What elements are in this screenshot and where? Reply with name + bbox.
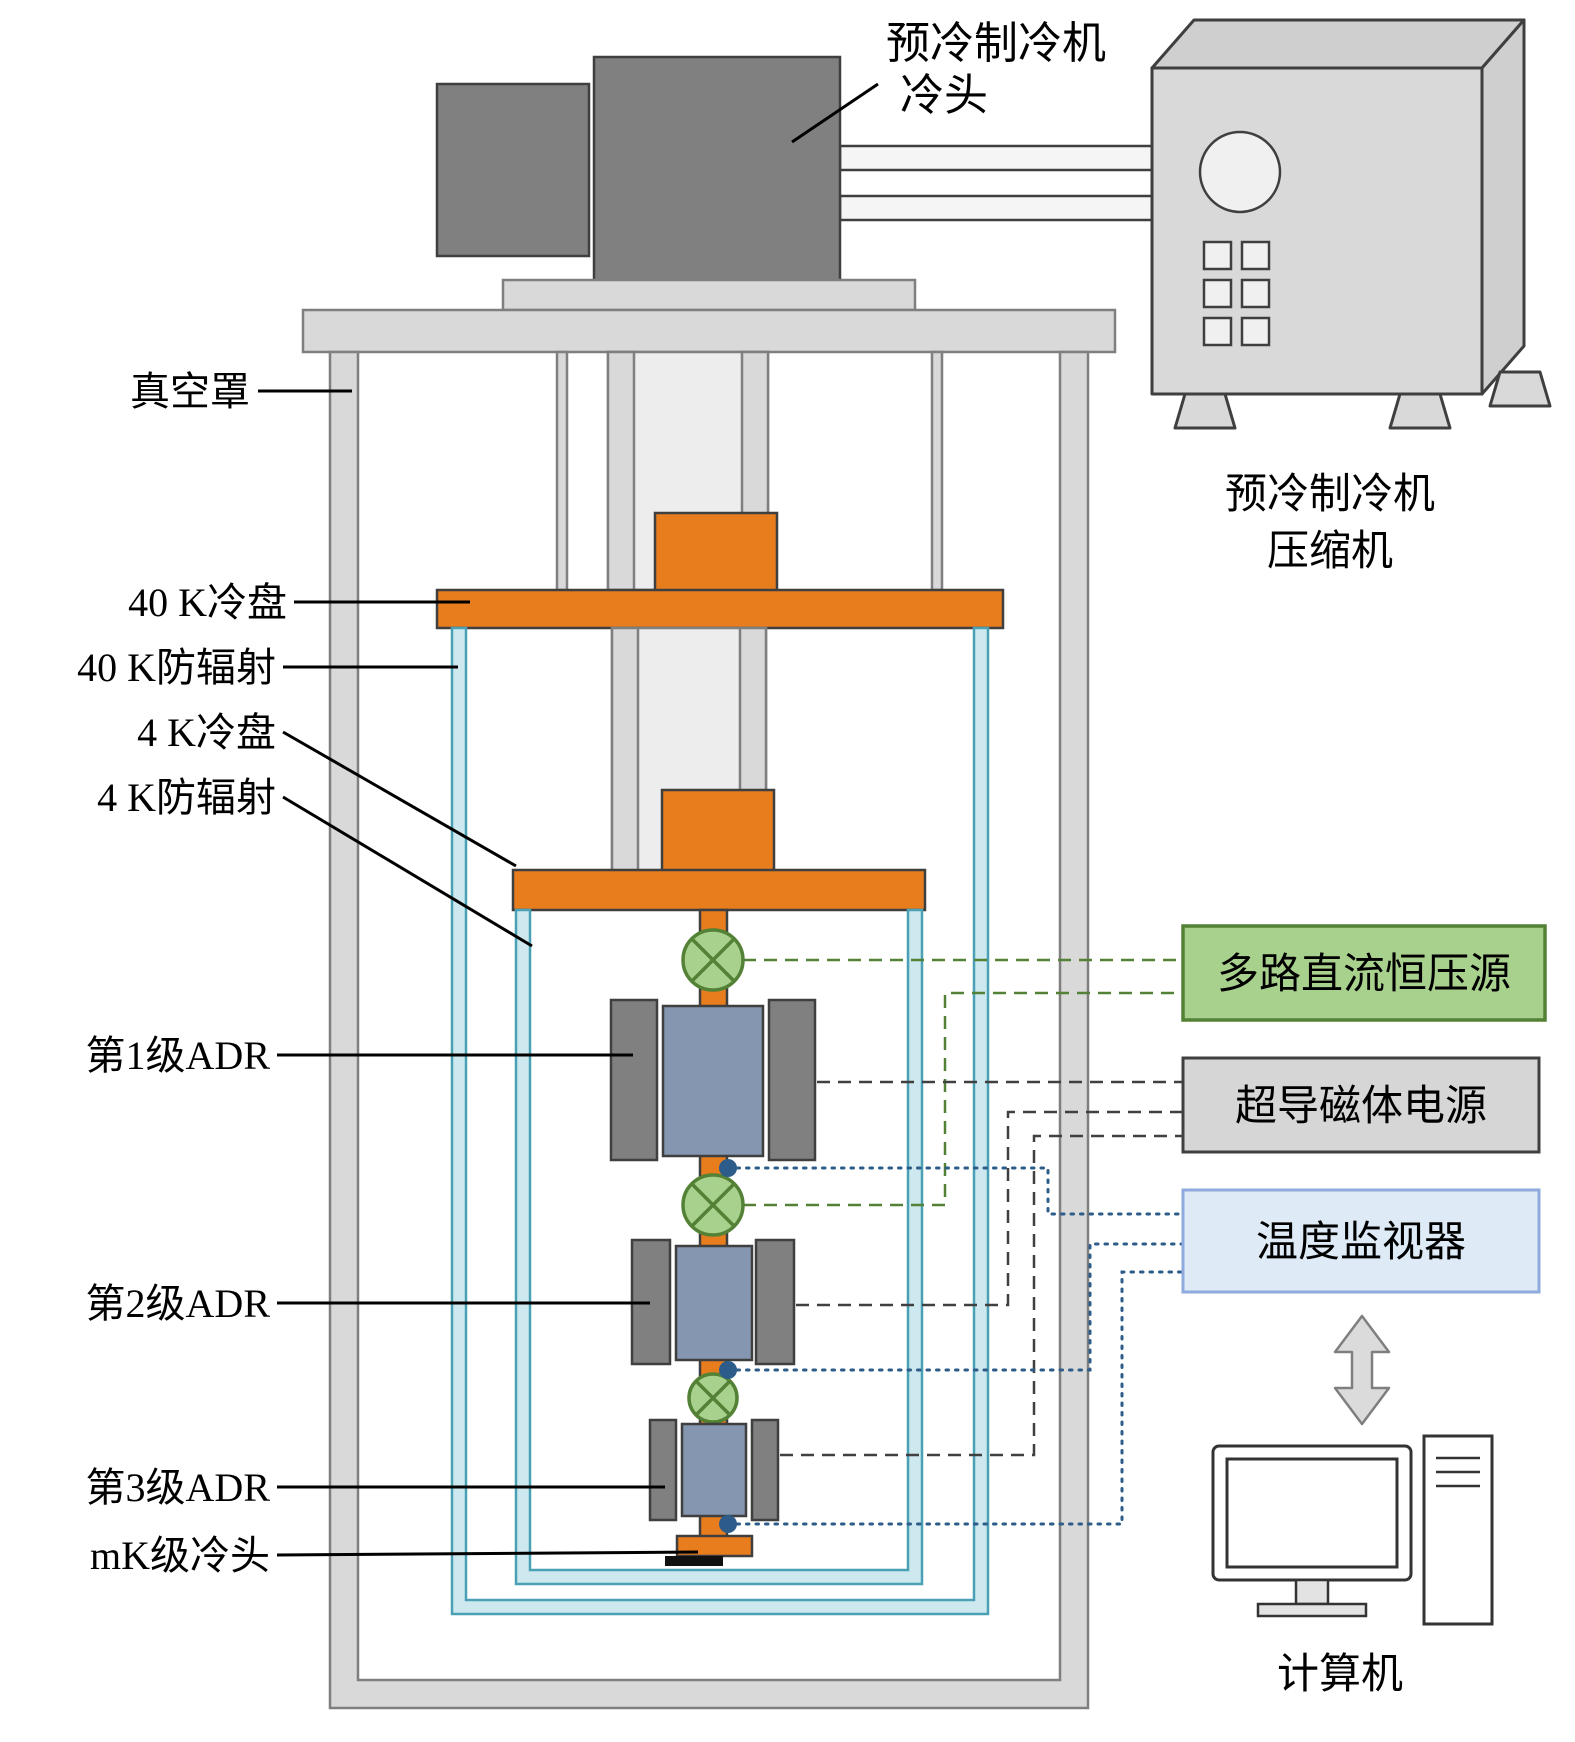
- vacuum-shroud-wall: [328, 350, 1090, 1710]
- pipe-lower: [838, 194, 1162, 222]
- heat-switch-3: [687, 1372, 739, 1424]
- cold-plate-4k-label: 4 K冷盘: [137, 710, 276, 755]
- compressor-pipes: [838, 144, 1162, 222]
- computer-screen: [1225, 1457, 1399, 1569]
- cold-plate-40k-label: 40 K冷盘: [128, 580, 287, 625]
- temp-sensor-dot-2: [719, 1361, 737, 1379]
- left-labels: 真空罩 40 K冷盘 40 K防辐射 4 K冷盘 4 K防辐射 第1级ADR 第…: [77, 369, 699, 1578]
- computer-monitor-base: [1256, 1602, 1368, 1618]
- adr-stage-1-magnet-left: [609, 998, 659, 1162]
- adr-stage-3-label: 第3级ADR: [86, 1465, 271, 1510]
- compressor-right-face: [1480, 18, 1526, 396]
- heat-switch-1-x: [690, 937, 736, 983]
- radiation-shield-4k-pointer: [282, 795, 533, 948]
- adr-stage-1: [609, 998, 817, 1162]
- magnet-supply-box: 超导磁体电源: [1181, 1056, 1541, 1154]
- temp-monitor-box-frame: [1181, 1188, 1541, 1294]
- adr-stage-3-magnet-left: [648, 1418, 678, 1522]
- magnet-supply-box-frame: [1181, 1056, 1541, 1154]
- compressor-foot-side: [1488, 370, 1552, 408]
- wire-sensor-3-to-monitor: [735, 1270, 1185, 1526]
- computer-tower: [1422, 1434, 1494, 1626]
- pipe-upper: [838, 144, 1162, 172]
- radiation-shield-4k-label: 4 K防辐射: [97, 775, 276, 820]
- cold-plate-4k: [511, 868, 927, 912]
- support-rod-left: [555, 350, 569, 592]
- computer: 计算机: [1211, 1434, 1494, 1698]
- computer-monitor-neck: [1294, 1578, 1330, 1606]
- cold-head-base-flange: [501, 278, 917, 312]
- support-rod-right: [930, 350, 944, 592]
- adr-stage-1-magnet-right: [767, 998, 817, 1162]
- temp-sensor-dot-3: [719, 1515, 737, 1533]
- cold-block-40k: [653, 511, 779, 594]
- magnet-supply-box-label: 超导磁体电源: [1235, 1084, 1487, 1130]
- cold-head-motor-block: [435, 82, 591, 258]
- vacuum-top-plate: [301, 308, 1117, 354]
- wire-magnet-3-to-supply: [780, 1134, 1183, 1457]
- temp-monitor-box: 温度监视器: [1181, 1188, 1541, 1294]
- adr-stage-3-core: [680, 1422, 748, 1518]
- cold-plate-40k: [435, 588, 1005, 630]
- compressor-top-face: [1150, 18, 1526, 70]
- mk-cold-head-pointer: [276, 1550, 699, 1557]
- updown-arrow-icon: [1333, 1314, 1391, 1426]
- dc-source-box: 多路直流恒压源: [1181, 924, 1547, 1022]
- compressor-button: [1240, 278, 1271, 309]
- wiring: [735, 958, 1185, 1526]
- cold-head-label: 预冷制冷机 冷头: [791, 19, 1106, 144]
- stage-4k: [511, 788, 927, 1586]
- computer-label: 计算机: [1277, 1652, 1403, 1698]
- adr-stage-2-label: 第2级ADR: [86, 1281, 271, 1326]
- compressor-button-grid: [1202, 240, 1271, 347]
- tube-wall-lower-left: [610, 626, 640, 874]
- mk-cold-head-sample-mount: [665, 1556, 723, 1566]
- cold-head-pointer-line: [791, 82, 879, 144]
- mk-cold-head-label: mK级冷头: [90, 1533, 270, 1578]
- compressor-foot-left: [1173, 392, 1237, 430]
- compressor-label-line2: 压缩机: [1267, 529, 1393, 575]
- heat-switch-1: [681, 928, 745, 992]
- dc-source-box-frame: [1181, 924, 1547, 1022]
- temp-monitor-box-label: 温度监视器: [1256, 1220, 1466, 1266]
- temp-sensor-dot-1: [719, 1159, 737, 1177]
- wire-sensor-1-to-monitor: [735, 1166, 1185, 1216]
- radiation-shield-40k-label: 40 K防辐射: [77, 645, 276, 690]
- adr-stage-1-core: [661, 1004, 765, 1158]
- adr-stage-2: [630, 1238, 796, 1366]
- dc-source-box-label: 多路直流恒压源: [1217, 952, 1511, 998]
- heat-switch-3-x: [694, 1379, 732, 1417]
- compressor-unit: [1150, 18, 1552, 430]
- compressor-button: [1202, 278, 1233, 309]
- compressor-gauge-circle: [1198, 130, 1282, 214]
- adr-stage-2-magnet-right: [754, 1238, 796, 1366]
- compressor-button: [1240, 316, 1271, 347]
- radiation-shield-4k: [514, 908, 924, 1586]
- compressor-label-line1: 预冷制冷机: [1225, 472, 1435, 518]
- cold-block-4k: [660, 788, 776, 874]
- compressor-foot-right: [1388, 392, 1452, 430]
- cold-head-label-line1: 预冷制冷机: [886, 19, 1106, 68]
- wire-heat-switch-2-to-dc-source: [743, 991, 1183, 1207]
- cold-head-label-line2: 冷头: [900, 71, 988, 120]
- precool-cold-head: [435, 55, 917, 312]
- adr-stage-3: [648, 1418, 780, 1522]
- tube-wall-upper-left: [606, 350, 636, 592]
- adr-stage-1-label: 第1级ADR: [86, 1033, 271, 1078]
- adr-stage-2-core: [674, 1244, 754, 1362]
- radiation-shield-40k: [450, 626, 990, 1616]
- compressor-front-face: [1150, 66, 1484, 396]
- wire-sensor-2-to-monitor: [735, 1242, 1185, 1372]
- cold-plate-4k-pointer: [282, 730, 517, 868]
- compressor-button: [1240, 240, 1271, 271]
- compressor-label: 预冷制冷机 压缩机: [1225, 472, 1435, 575]
- cold-head-main-block: [592, 55, 842, 285]
- compressor-button: [1202, 316, 1233, 347]
- adr-stage-3-magnet-right: [750, 1418, 780, 1522]
- compressor-button: [1202, 240, 1233, 271]
- heat-switch-2-x: [690, 1182, 736, 1228]
- heat-switch-2: [681, 1173, 745, 1237]
- wire-magnet-2-to-supply: [796, 1110, 1183, 1307]
- vacuum-shroud-label: 真空罩: [130, 369, 250, 414]
